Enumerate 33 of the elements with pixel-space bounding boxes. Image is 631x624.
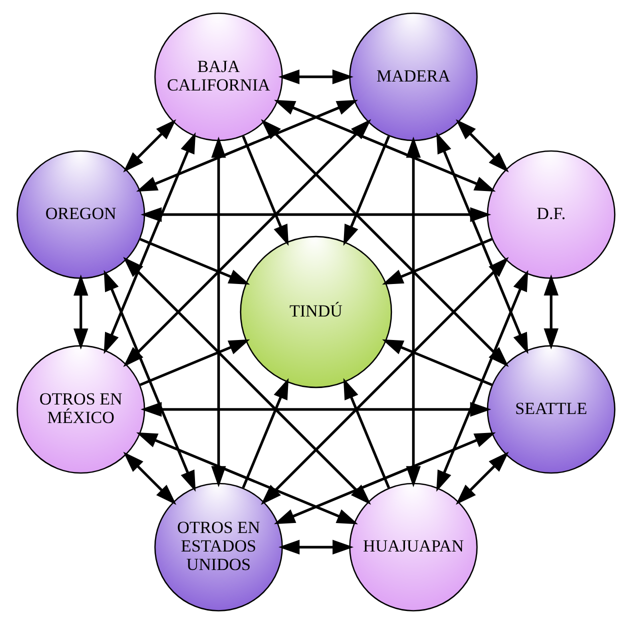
- arrow: [278, 540, 354, 554]
- arrow: [260, 119, 508, 368]
- arrow: [241, 136, 288, 246]
- arrow: [278, 70, 353, 84]
- arrow: [122, 452, 176, 505]
- arrow: [260, 257, 508, 505]
- arrow: [382, 238, 492, 285]
- arrow: [122, 256, 370, 505]
- arrow: [139, 339, 250, 386]
- arrow: [103, 270, 196, 492]
- arrow: [455, 452, 508, 505]
- arrow: [382, 339, 492, 386]
- arrow: [436, 132, 528, 354]
- arrow: [73, 274, 88, 350]
- arrow: [140, 402, 491, 417]
- arrow: [436, 270, 528, 492]
- arrow: [455, 119, 508, 172]
- arrow: [122, 119, 371, 368]
- arrow: [136, 432, 358, 524]
- arrow: [543, 274, 558, 350]
- arrow: [241, 378, 288, 488]
- arrow: [210, 136, 226, 488]
- arrow: [139, 238, 250, 285]
- arrow: [274, 432, 496, 524]
- arrow: [140, 207, 491, 222]
- arrow: [136, 100, 358, 192]
- node-circle: TINDÚ: [239, 236, 392, 388]
- arrow: [103, 132, 196, 354]
- arrow: [342, 136, 390, 246]
- arrow: [406, 136, 420, 488]
- arrow: [342, 378, 390, 488]
- arrow: [274, 100, 496, 192]
- arrow: [122, 119, 176, 172]
